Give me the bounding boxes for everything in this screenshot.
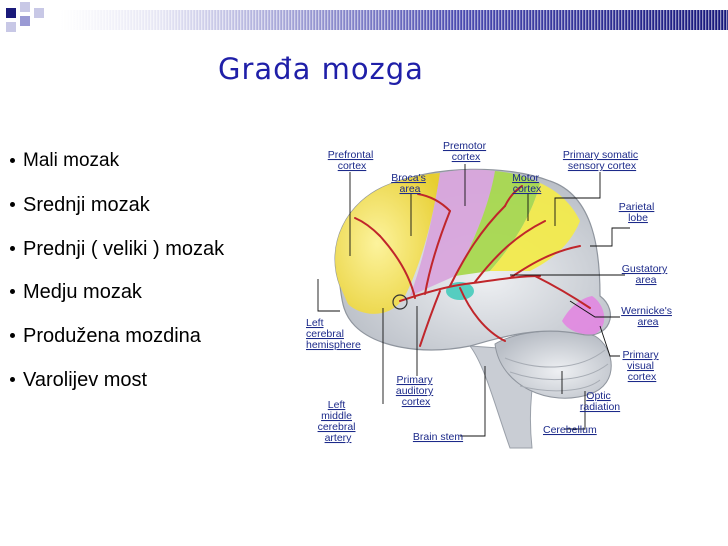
label-gustatory-area: Gustatory area	[622, 263, 670, 286]
logo-square-icon	[6, 8, 16, 18]
brain-diagram: Prefrontal cortex Premotor cortex Primar…	[300, 136, 700, 456]
label-primary-somatic-sensory-cortex: Primary somatic sensory cortex	[563, 149, 641, 172]
bullet-icon	[10, 377, 15, 382]
bullet-icon	[10, 202, 15, 207]
bullet-item: Srednji mozak	[10, 194, 280, 238]
label-primary-auditory-cortex: Primary auditory cortex	[396, 374, 436, 408]
label-optic-radiation: Optic radiation	[580, 390, 620, 413]
label-left-middle-cerebral-artery: Left middle cerebral artery	[318, 399, 359, 444]
label-primary-visual-cortex: Primary visual cortex	[622, 349, 661, 383]
slide-title: Građa mozga	[218, 52, 448, 92]
header-band	[0, 0, 728, 36]
label-brain-stem: Brain stem	[413, 431, 463, 443]
bullet-item: Medju mozak	[10, 281, 280, 325]
label-wernickes-area: Wernicke's area	[621, 305, 675, 328]
bullet-list: Mali mozak Srednji mozak Prednji ( velik…	[10, 150, 280, 413]
label-parietal-lobe: Parietal lobe	[619, 201, 658, 224]
bullet-icon	[10, 158, 15, 163]
bullet-item: Mali mozak	[10, 150, 280, 194]
label-cerebellum: Cerebellum	[543, 424, 597, 436]
bullet-item: Varolijev most	[10, 369, 280, 413]
bullet-item: Produžena mozdina	[10, 325, 280, 369]
bullet-icon	[10, 289, 15, 294]
bullet-icon	[10, 333, 15, 338]
label-motor-cortex: Motor cortex	[512, 172, 542, 195]
label-premotor-cortex: Premotor cortex	[443, 140, 489, 163]
bullet-icon	[10, 246, 15, 251]
bullet-item: Prednji ( veliki ) mozak	[10, 238, 280, 282]
label-prefrontal-cortex: Prefrontal cortex	[328, 149, 376, 172]
